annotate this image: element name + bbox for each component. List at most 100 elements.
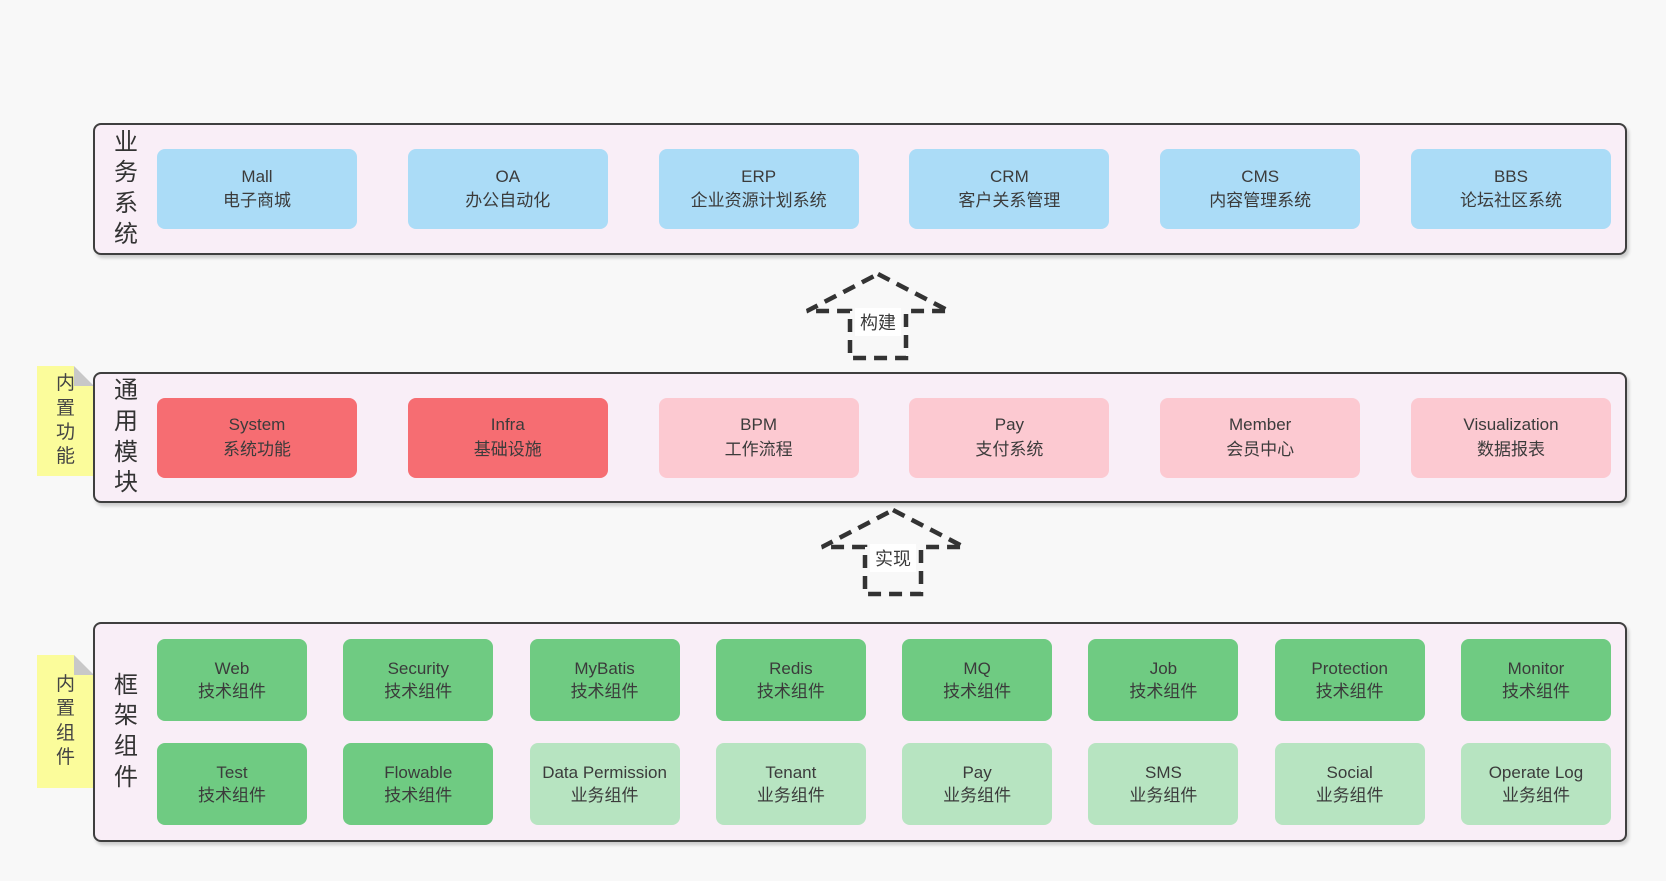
box-bpm: BPM 工作流程 — [658, 397, 859, 478]
implement-arrow: 实现 — [818, 506, 968, 598]
box-subtitle: 客户关系管理 — [958, 191, 1061, 210]
box-subtitle: 技术组件 — [198, 786, 266, 805]
box-subtitle: 企业资源计划系统 — [690, 191, 827, 210]
box-bbs: BBS 论坛社区系统 — [1410, 149, 1611, 229]
box-subtitle: 技术组件 — [1501, 682, 1570, 701]
box-subtitle: 技术组件 — [384, 682, 453, 701]
box-subtitle: 技术组件 — [384, 786, 453, 805]
sticky-note-builtin-features: 内置功能 — [37, 366, 94, 476]
panel-business-systems: 业务系统 Mall 电子商城 OA 办公自动化 ERP 企业资源计划系统 CRM — [93, 123, 1627, 255]
box-title: Test — [216, 762, 248, 782]
box-title: System — [228, 415, 286, 435]
box-pay-module: Pay 支付系统 — [909, 397, 1110, 478]
panel-content: Web 技术组件 Security 技术组件 MyBatis 技术组件 Redi… — [157, 624, 1625, 840]
box-title: OA — [495, 166, 521, 186]
box-protection: Protection 技术组件 — [1274, 639, 1425, 721]
panel-side-label: 业务系统 — [95, 125, 157, 253]
box-title: Job — [1149, 658, 1178, 678]
build-arrow: 构建 — [803, 270, 953, 362]
box-mq: MQ 技术组件 — [902, 639, 1053, 721]
box-subtitle: 业务组件 — [1315, 786, 1384, 805]
box-subtitle: 技术组件 — [1129, 682, 1198, 701]
box-job: Job 技术组件 — [1088, 639, 1239, 721]
box-subtitle: 技术组件 — [943, 682, 1012, 701]
box-title: Infra — [490, 415, 525, 435]
up-arrow-icon — [805, 271, 951, 361]
box-title: Operate Log — [1488, 762, 1584, 782]
build-arrow-label: 构建 — [855, 308, 901, 336]
box-title: CMS — [1241, 166, 1280, 186]
box-data-permission: Data Permission 业务组件 — [529, 743, 680, 825]
box-subtitle: 技术组件 — [198, 682, 266, 701]
box-title: Web — [214, 658, 250, 678]
box-title: Protection — [1311, 658, 1388, 678]
box-title: SMS — [1144, 762, 1182, 782]
box-title: MyBatis — [574, 658, 635, 678]
box-subtitle: 业务组件 — [1501, 786, 1570, 805]
box-subtitle: 办公自动化 — [465, 191, 551, 210]
panel-content: System 系统功能 Infra 基础设施 BPM 工作流程 Pay 支付系统… — [157, 374, 1625, 501]
box-mybatis: MyBatis 技术组件 — [529, 639, 680, 721]
box-subtitle: 系统功能 — [223, 439, 291, 459]
up-arrow-icon — [820, 507, 966, 597]
box-title: Member — [1229, 415, 1292, 435]
box-operate-log: Operate Log 业务组件 — [1460, 743, 1611, 825]
box-cms: CMS 内容管理系统 — [1160, 149, 1361, 229]
box-subtitle: 业务组件 — [756, 786, 825, 805]
box-title: MQ — [963, 658, 991, 678]
box-subtitle: 技术组件 — [570, 682, 639, 701]
box-subtitle: 技术组件 — [756, 682, 825, 701]
box-mall: Mall 电子商城 — [157, 149, 357, 229]
box-title: CRM — [990, 166, 1029, 186]
box-redis: Redis 技术组件 — [715, 639, 866, 721]
box-subtitle: 工作流程 — [724, 439, 793, 459]
box-crm: CRM 客户关系管理 — [909, 149, 1110, 229]
sticky-note-builtin-components: 内置组件 — [37, 655, 94, 788]
box-visualization: Visualization 数据报表 — [1410, 397, 1611, 478]
box-member: Member 会员中心 — [1160, 397, 1361, 478]
box-subtitle: 内容管理系统 — [1209, 191, 1312, 210]
box-title: BPM — [740, 415, 778, 435]
box-title: Visualization — [1463, 415, 1559, 435]
box-monitor: Monitor 技术组件 — [1460, 639, 1611, 721]
box-subtitle: 支付系统 — [975, 439, 1044, 459]
panel-common-modules: 通用模块 System 系统功能 Infra 基础设施 BPM 工作流程 Pay — [93, 372, 1627, 503]
box-title: ERP — [741, 166, 777, 186]
box-social: Social 业务组件 — [1274, 743, 1425, 825]
box-subtitle: 数据报表 — [1476, 439, 1545, 459]
box-title: Data Permission — [542, 762, 667, 782]
box-title: BBS — [1493, 166, 1528, 186]
box-subtitle: 论坛社区系统 — [1459, 191, 1562, 210]
box-title: Mall — [241, 166, 273, 186]
implement-arrow-label: 实现 — [870, 544, 916, 572]
panel-framework-components: 框架组件 Web 技术组件 Security 技术组件 MyBatis 技术组件… — [93, 622, 1627, 842]
box-erp: ERP 企业资源计划系统 — [658, 149, 859, 229]
box-title: Redis — [769, 658, 813, 678]
panel-side-label-text: 通用模块 — [114, 377, 138, 497]
box-title: Social — [1326, 762, 1373, 782]
box-subtitle: 会员中心 — [1226, 439, 1295, 459]
box-title: Pay — [994, 415, 1025, 435]
panel-content: Mall 电子商城 OA 办公自动化 ERP 企业资源计划系统 CRM 客户关系… — [157, 125, 1625, 253]
box-subtitle: 基础设施 — [473, 439, 542, 459]
box-security: Security 技术组件 — [343, 639, 494, 721]
box-tenant: Tenant 业务组件 — [715, 743, 866, 825]
components-row-2: Test 技术组件 Flowable 技术组件 Data Permission … — [157, 743, 1611, 825]
box-title: Security — [387, 658, 449, 678]
box-title: Monitor — [1507, 658, 1565, 678]
box-title: Tenant — [765, 762, 817, 782]
components-row-1: Web 技术组件 Security 技术组件 MyBatis 技术组件 Redi… — [157, 639, 1611, 721]
panel-side-label: 框架组件 — [95, 624, 157, 840]
modules-row: System 系统功能 Infra 基础设施 BPM 工作流程 Pay 支付系统… — [157, 397, 1611, 478]
box-subtitle: 业务组件 — [570, 786, 639, 805]
box-title: Pay — [962, 762, 992, 782]
box-subtitle: 技术组件 — [1315, 682, 1384, 701]
box-sms: SMS 业务组件 — [1088, 743, 1239, 825]
panel-side-label-text: 框架组件 — [114, 671, 138, 791]
sticky-note-label: 内置功能 — [55, 373, 75, 468]
box-subtitle: 业务组件 — [1129, 786, 1198, 805]
box-flowable: Flowable 技术组件 — [343, 743, 494, 825]
box-oa: OA 办公自动化 — [407, 149, 608, 229]
business-row: Mall 电子商城 OA 办公自动化 ERP 企业资源计划系统 CRM 客户关系… — [157, 149, 1611, 229]
